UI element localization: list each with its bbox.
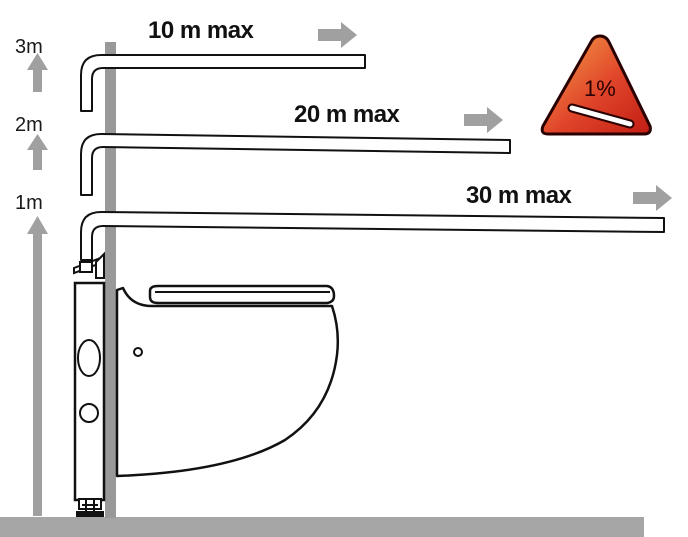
slope-percent-label: 1% [584, 76, 616, 101]
height-label-1m: 1m [15, 192, 43, 214]
pipe-label-30m: 30 m max [466, 182, 573, 209]
direction-arrows [318, 22, 672, 211]
pipe-10m [80, 54, 366, 112]
pipe-label-20m: 20 m max [294, 101, 401, 128]
wall [105, 42, 116, 518]
pipe-label-10m: 10 m max [148, 17, 255, 44]
height-arrow-2m [27, 134, 48, 170]
toilet-bowl [115, 286, 340, 478]
frame-foot [76, 511, 104, 517]
cistern-connector [73, 251, 105, 279]
pipe-30m [80, 211, 665, 261]
pipe-20m [80, 133, 511, 196]
height-arrow-3m [27, 53, 48, 92]
pipes [80, 54, 665, 261]
cistern-frame [73, 281, 106, 517]
arrow-right-20m [464, 107, 503, 133]
fixing-bolt [133, 347, 143, 357]
floor [0, 517, 644, 537]
height-arrows [27, 53, 48, 516]
slope-warning-icon: 1% [540, 34, 652, 136]
flush-plate-opening [77, 339, 101, 377]
arrow-right-30m [633, 185, 672, 211]
wall-hung-toilet [115, 284, 340, 478]
height-label-2m: 2m [15, 114, 43, 136]
height-arrow-1m [27, 216, 48, 516]
arrow-right-10m [318, 22, 357, 48]
height-label-3m: 3m [15, 36, 43, 58]
toilet-seat [148, 284, 336, 305]
drain-opening [79, 403, 99, 423]
